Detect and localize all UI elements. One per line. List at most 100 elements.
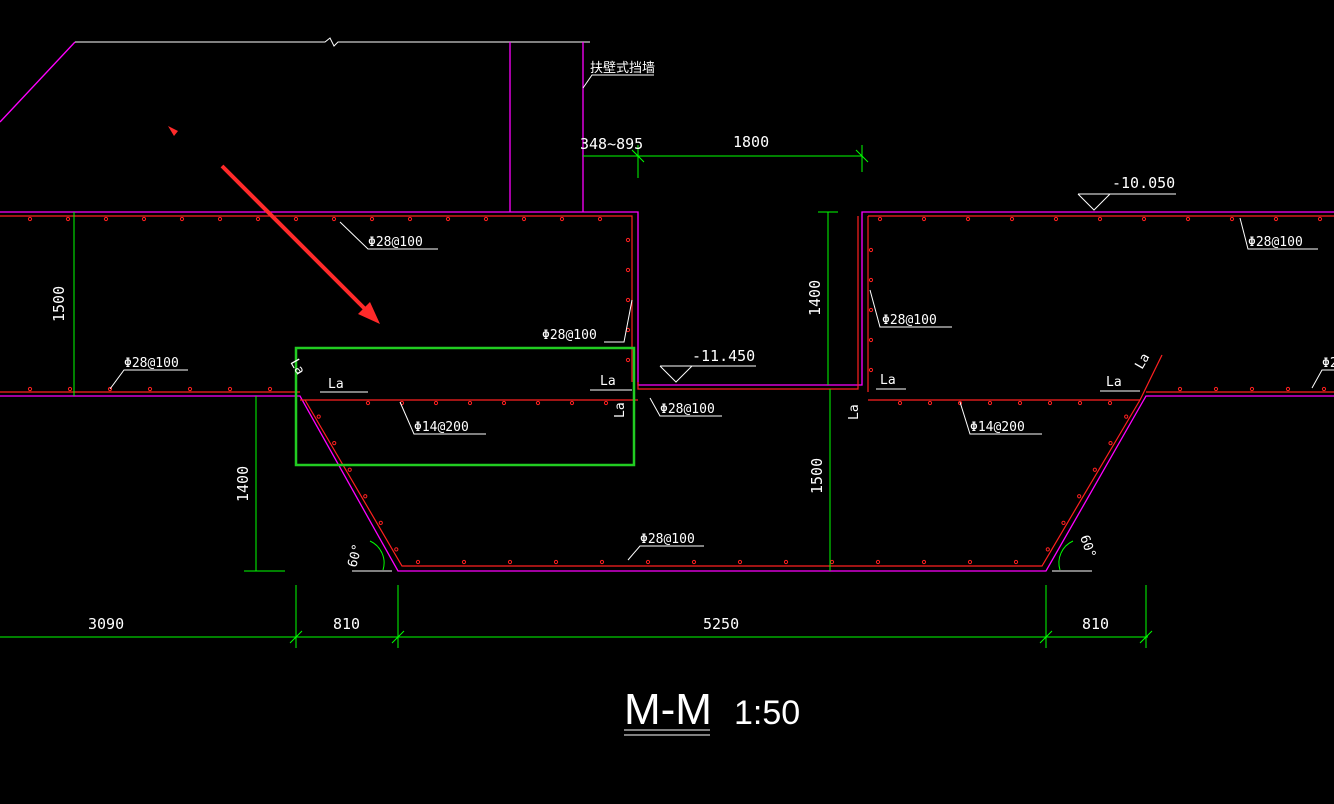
rebar-dot — [347, 467, 352, 472]
dim-mid-height: 1400 — [806, 280, 824, 316]
rebar-dot — [987, 400, 993, 406]
rebar-dot — [868, 277, 874, 283]
rebar-bottom-left: Φ28@100 — [124, 356, 179, 371]
rebar-dot — [1077, 494, 1082, 499]
rebar-dot — [179, 216, 185, 222]
rebar-dot — [599, 559, 605, 565]
rebar-dot — [316, 414, 321, 419]
rebar-inner-right: Φ28@100 — [882, 313, 937, 328]
rebar-dot — [141, 216, 147, 222]
rebar-dot — [1061, 520, 1066, 525]
rebar-dot — [625, 297, 631, 303]
rebar-dot — [691, 559, 697, 565]
rebar-dot — [445, 216, 451, 222]
rebar-dot — [369, 216, 375, 222]
rebar-dot — [394, 547, 399, 552]
rebar-dot — [868, 367, 874, 373]
rebar-dot — [868, 337, 874, 343]
rebar-top-right: Φ28@100 — [1248, 235, 1303, 250]
rebar-dot — [1077, 400, 1083, 406]
rebar-dot — [868, 307, 874, 313]
wall-note: 扶壁式挡墙 — [590, 61, 655, 76]
la-label: La — [600, 374, 616, 389]
la-label: La — [1106, 375, 1122, 390]
rebar-dot — [1321, 386, 1327, 392]
rebar-lines — [0, 215, 1334, 567]
rebar-dot — [1017, 400, 1023, 406]
rebar-dot — [559, 216, 565, 222]
elev-mid: -11.450 — [692, 347, 755, 365]
rebar-dot — [217, 216, 223, 222]
rebar-dot — [1009, 216, 1015, 222]
highlight-box — [294, 346, 636, 467]
rebar-dot — [501, 400, 507, 406]
rebar-dot — [535, 400, 541, 406]
rebar-inner-left: Φ28@100 — [542, 328, 597, 343]
rebar-dot — [332, 441, 337, 446]
rebar-dot — [255, 216, 261, 222]
rebar-dot — [227, 386, 233, 392]
dim-trough-left-height: 1400 — [234, 466, 252, 502]
dim-top-left: 348~895 — [580, 135, 643, 153]
rebar-dot — [921, 216, 927, 222]
rebar-dot — [293, 216, 299, 222]
rebar-trough-left: Φ14@200 — [414, 420, 469, 435]
rebar-dot — [645, 559, 651, 565]
angle-right: 60° — [1076, 533, 1098, 560]
rebar-dot — [829, 559, 835, 565]
rebar-dot — [897, 400, 903, 406]
section-scale: 1:50 — [734, 694, 800, 732]
rebar-dot — [1107, 400, 1113, 406]
rebar-dot — [483, 216, 489, 222]
rebar-dot — [877, 216, 883, 222]
rebar-dot — [1229, 216, 1235, 222]
section-title: M-M — [624, 685, 712, 734]
rebar-dot — [103, 216, 109, 222]
rebar-dot — [187, 386, 193, 392]
rebar-dot — [783, 559, 789, 565]
rebar-dot — [521, 216, 527, 222]
rebar-dot — [967, 559, 973, 565]
la-label: La — [613, 402, 628, 418]
rebar-dot — [267, 386, 273, 392]
rebar-dot — [461, 559, 467, 565]
rebar-dot — [1317, 216, 1323, 222]
rebar-dot — [1213, 386, 1219, 392]
rebar-dot — [27, 216, 33, 222]
rebar-dot — [927, 400, 933, 406]
rebar-dot — [363, 494, 368, 499]
text-labels: 扶壁式挡墙 348~895 1800 -10.050 -11.450 Φ28@1… — [50, 61, 1334, 734]
dim-trough-right-height: 1500 — [808, 458, 826, 494]
dim-left-height: 1500 — [50, 286, 68, 322]
rebar-dot — [875, 559, 881, 565]
la-label: La — [880, 373, 896, 388]
la-label: La — [1132, 351, 1153, 372]
concrete-outline — [0, 37, 1334, 572]
rebar-dot — [467, 400, 473, 406]
rebar-dot — [147, 386, 153, 392]
rebar-dot — [625, 237, 631, 243]
rebar-dot — [407, 216, 413, 222]
rebar-mid: Φ28@100 — [660, 402, 715, 417]
rebar-dot — [1177, 386, 1183, 392]
rebar-dot — [625, 357, 631, 363]
dim-bottom: 5250 — [703, 615, 739, 633]
rebar-dot — [1047, 400, 1053, 406]
rebar-dot — [67, 386, 73, 392]
rebar-dot — [921, 559, 927, 565]
rebar-dot — [1185, 216, 1191, 222]
rebar-dot — [107, 386, 113, 392]
rebar-dot — [868, 247, 874, 253]
rebar-dot — [1013, 559, 1019, 565]
leader-lines — [109, 74, 1334, 736]
rebar-dot — [1097, 216, 1103, 222]
rebar-dot — [625, 267, 631, 273]
dim-bottom: 810 — [1082, 615, 1109, 633]
rebar-dot — [737, 559, 743, 565]
dim-bottom: 810 — [333, 615, 360, 633]
rebar-dot — [331, 216, 337, 222]
dim-top-gap: 1800 — [733, 133, 769, 151]
rebar-dot — [597, 216, 603, 222]
la-label: La — [847, 404, 862, 420]
